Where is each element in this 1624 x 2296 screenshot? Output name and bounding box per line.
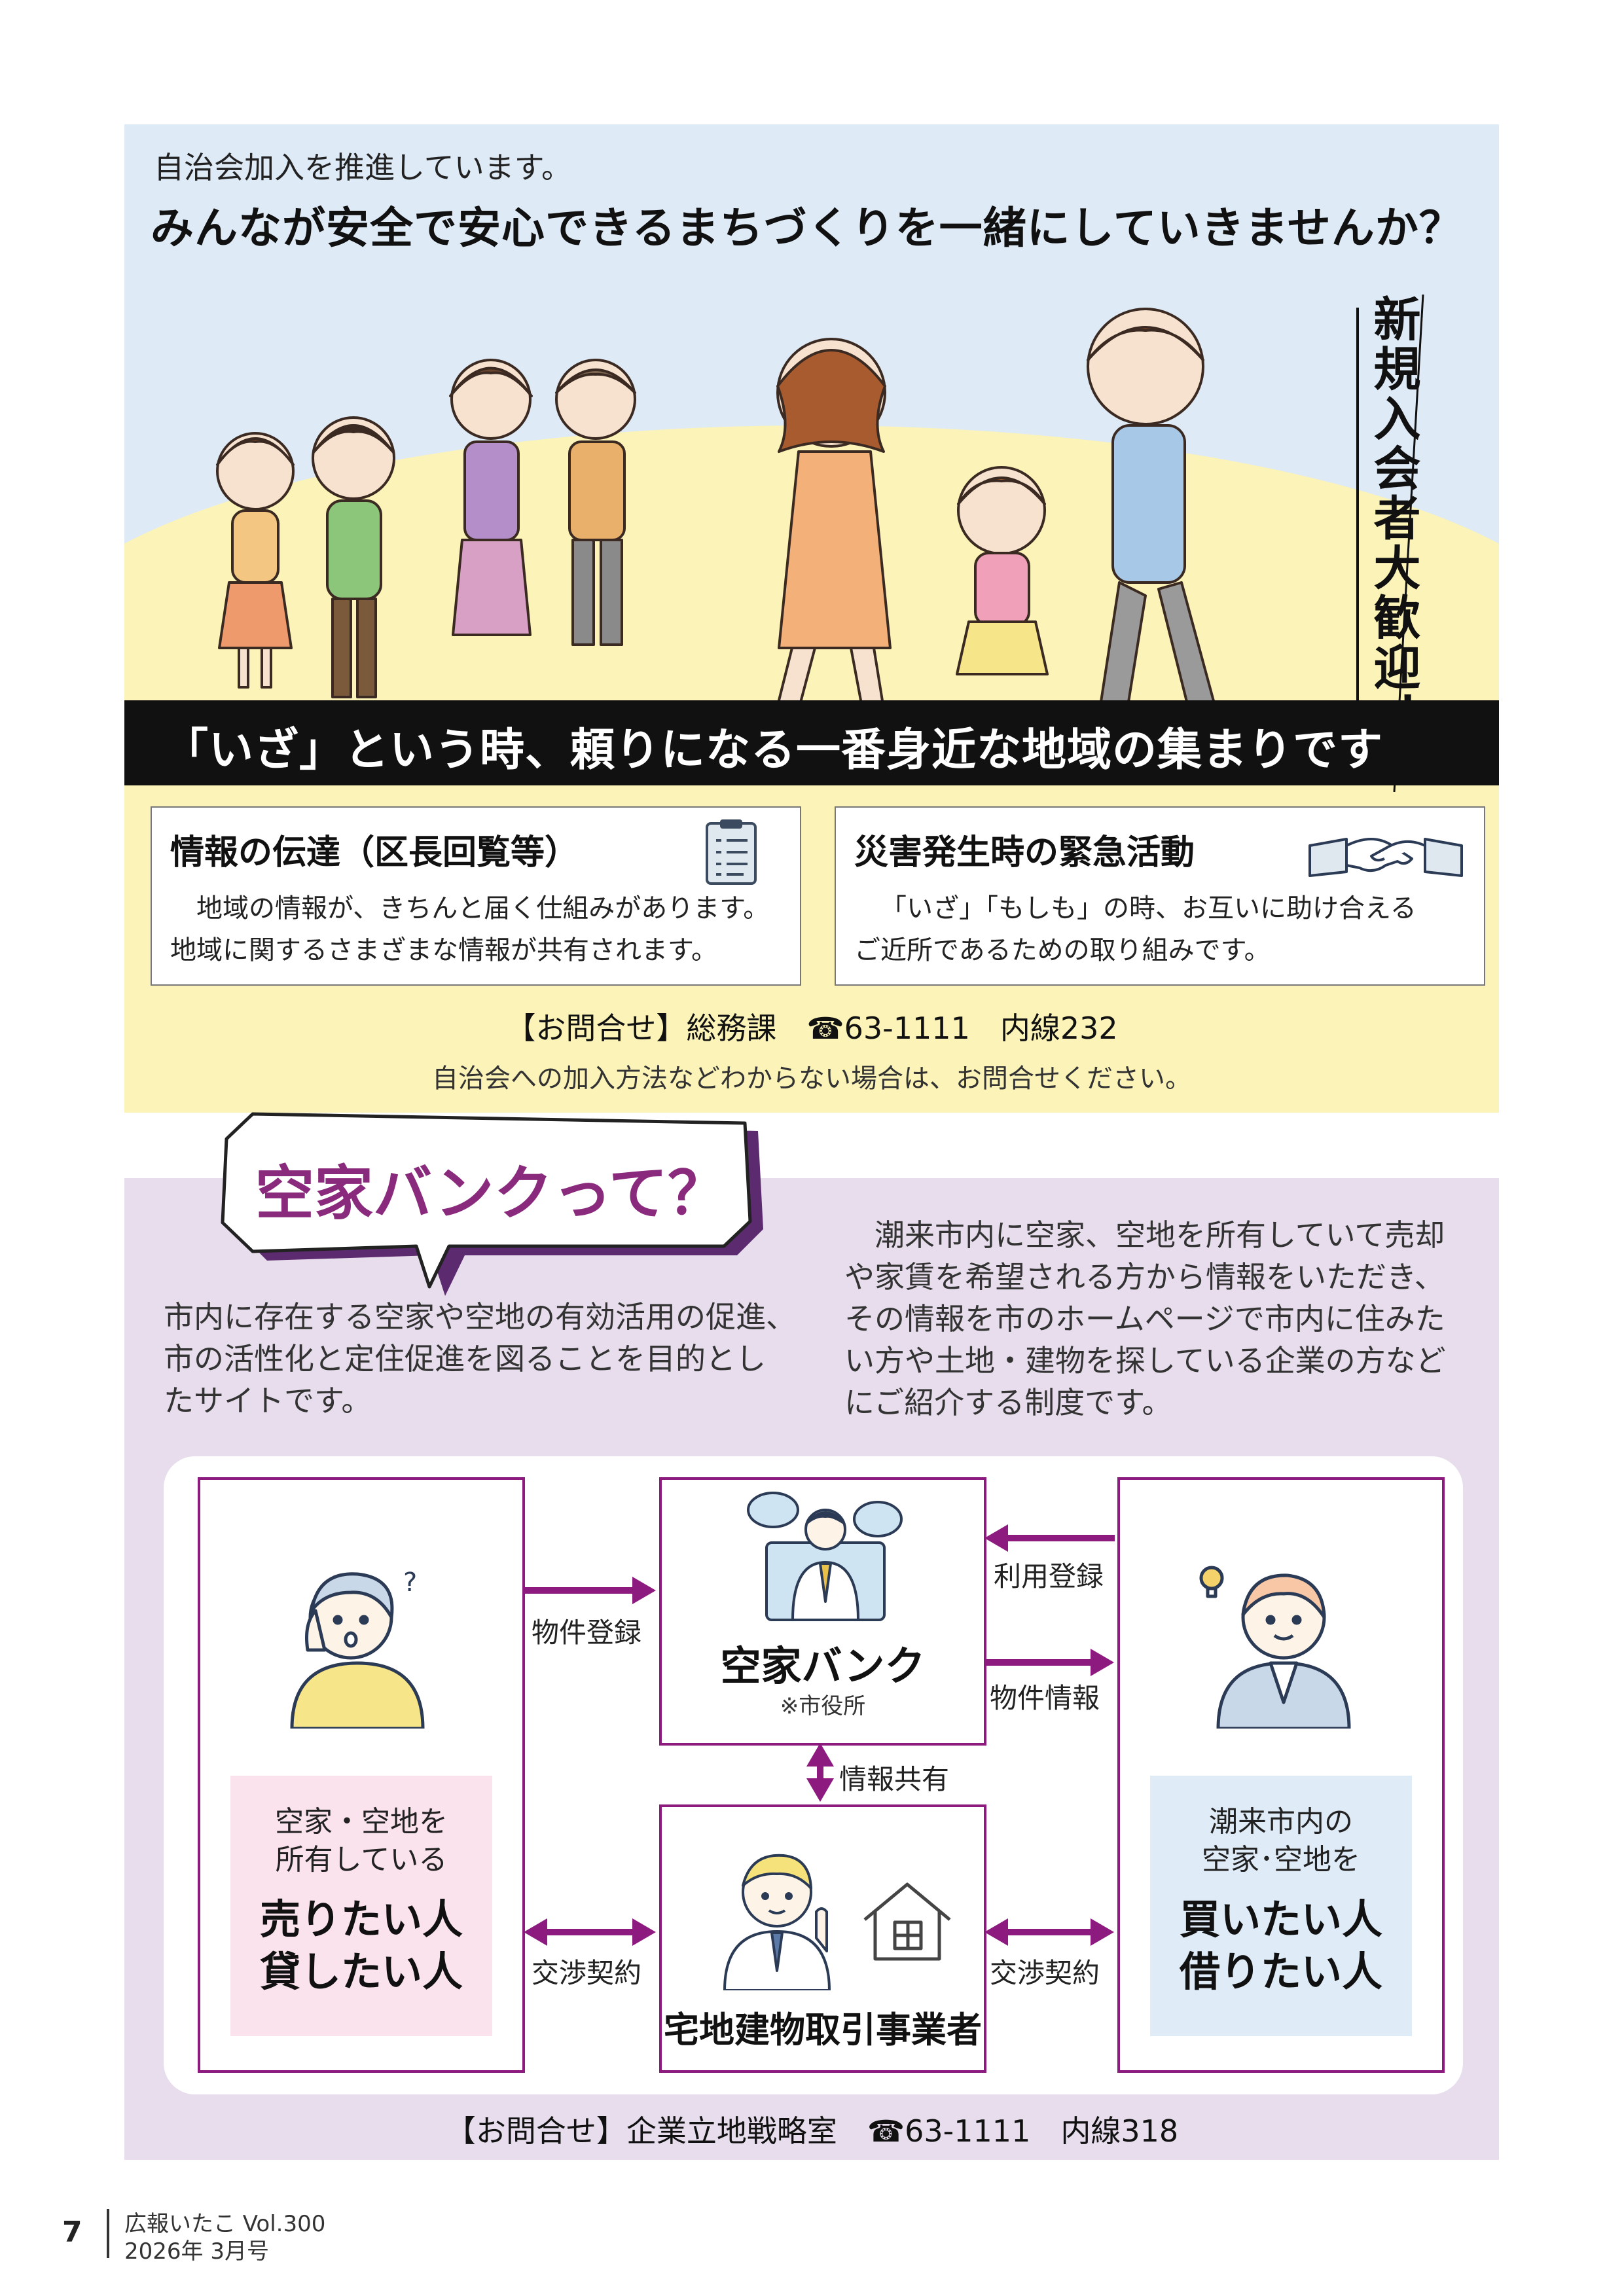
akiya-left-line-3: たサイトです。 bbox=[164, 1383, 372, 1418]
akiya-description-left: 市内に存在する空家や空地の有効活用の促進、 市の活性化と定住促進を図ることを目的… bbox=[164, 1296, 818, 1422]
seller-label-panel: 空家・空地を 所有している 売りたい人 貸したい人 bbox=[230, 1776, 492, 2036]
arrow-negotiation-left-head-l bbox=[524, 1918, 547, 1946]
svg-text:?: ? bbox=[403, 1568, 417, 1598]
akiya-description-right: 潮来市内に空家、空地を所有していて売却 や家賃を希望される方から情報をいただき、… bbox=[844, 1214, 1473, 1424]
slogan-banner: 「いざ」という時、頼りになる一番身近な地域の集まりです bbox=[124, 700, 1499, 785]
akiya-bank-note: ※市役所 bbox=[780, 1693, 866, 1719]
buyer-sub-1: 潮来市内の bbox=[1209, 1805, 1353, 1839]
akiya-contact: 【お問合せ】企業立地戦略室 ☎63-1111 内線318 bbox=[445, 2113, 1179, 2149]
disaster-activity-line-2: ご近所であるための取り組みです。 bbox=[854, 935, 1271, 965]
agent-person-icon bbox=[723, 1854, 831, 1990]
arrow-info-sharing-head-up bbox=[806, 1743, 834, 1767]
jichikai-headline: みんなが安全で安心できるまちづくりを一緒にしていきませんか？ bbox=[151, 203, 1463, 253]
label-negotiation-left: 交渉契約 bbox=[532, 1957, 642, 1989]
city-hall-officer-icon bbox=[747, 1492, 903, 1621]
issue-date: 2026年 3月号 bbox=[124, 2238, 269, 2265]
arrow-negotiation-right-head-l bbox=[984, 1918, 1008, 1946]
seller-main-1: 売りたい人 bbox=[259, 1895, 463, 1943]
page-number: 7 bbox=[62, 2215, 82, 2249]
idea-person-icon bbox=[1199, 1566, 1351, 1729]
akiya-right-line-1: 潮来市内に空家、空地を所有していて売却 bbox=[875, 1217, 1445, 1253]
info-delivery-title: 情報の伝達（区長回覧等） bbox=[170, 833, 579, 872]
label-negotiation-right: 交渉契約 bbox=[990, 1957, 1100, 1989]
jichikai-section: 自治会加入を推進しています。 みんなが安全で安心できるまちづくりを一緒にしていき… bbox=[124, 124, 1499, 1113]
disaster-activity-body: 「いざ」「もしも」の時、お互いに助け合える ご近所であるための取り組みです。 bbox=[854, 888, 1463, 971]
akiya-flow-diagram: ? 空家・空地を 所有している 売りたい人 貸したい人 空家バンク ※市役所 bbox=[164, 1456, 1463, 2094]
clipboard-icon bbox=[706, 819, 757, 885]
agent-name: 宅地建物取引事業者 bbox=[664, 2009, 982, 2051]
arrow-negotiation-left-head-r bbox=[632, 1918, 656, 1946]
footer-divider bbox=[107, 2209, 109, 2258]
slogan-banner-text: 「いざ」という時、頼りになる一番身近な地域の集まりです bbox=[164, 725, 1384, 776]
flow-arrows bbox=[522, 1524, 1115, 1946]
buyer-main-1: 買いたい人 bbox=[1179, 1895, 1382, 1943]
akiya-left-line-1: 市内に存在する空家や空地の有効活用の促進、 bbox=[164, 1299, 796, 1335]
akiya-right-line-5: にご紹介する制度です。 bbox=[844, 1385, 1172, 1420]
arrow-negotiation-right-head-r bbox=[1091, 1918, 1114, 1946]
akiya-right-line-2: や家賃を希望される方から情報をいただき、 bbox=[844, 1259, 1445, 1295]
info-delivery-line-2: 地域に関するさまざまな情報が共有されます。 bbox=[170, 935, 717, 965]
arrow-property-info-head bbox=[1091, 1649, 1114, 1676]
disaster-activity-line-1: 「いざ」「もしも」の時、お互いに助け合える bbox=[880, 893, 1416, 924]
house-icon bbox=[863, 1882, 951, 1961]
buyer-main-2: 借りたい人 bbox=[1179, 1948, 1382, 1996]
jichikai-contact: 【お問合せ】総務課 ☎63-1111 内線232 bbox=[505, 1011, 1118, 1046]
magazine-title: 広報いたこ Vol.300 bbox=[124, 2211, 326, 2237]
seller-sub-2: 所有している bbox=[275, 1843, 448, 1876]
speech-bubble-icon bbox=[221, 1112, 763, 1296]
disaster-activity-title: 災害発生時の緊急活動 bbox=[854, 833, 1195, 872]
buyer-box: 潮来市内の 空家･空地を 買いたい人 借りたい人 bbox=[1117, 1477, 1445, 2073]
label-property-info: 物件情報 bbox=[990, 1682, 1100, 1714]
akiya-right-line-4: い方や土地・建物を探している企業の方など bbox=[844, 1343, 1446, 1378]
buyer-label-panel: 潮来市内の 空家･空地を 買いたい人 借りたい人 bbox=[1150, 1776, 1412, 2036]
buyer-sub-2: 空家･空地を bbox=[1202, 1843, 1360, 1876]
seller-box: ? 空家・空地を 所有している 売りたい人 貸したい人 bbox=[198, 1477, 525, 2073]
slogan-text: 新規入会者大歓迎！ bbox=[1365, 295, 1421, 742]
seller-main-2: 貸したい人 bbox=[259, 1948, 463, 1996]
label-user-registration: 利用登録 bbox=[994, 1560, 1104, 1592]
akiya-bank-name: 空家バンク bbox=[720, 1642, 926, 1690]
akiya-title: 空家バンクって？ bbox=[255, 1159, 727, 1228]
info-delivery-line-1: 地域の情報が、きちんと届く仕組みがあります。 bbox=[196, 893, 770, 924]
info-delivery-box: 情報の伝達（区長回覧等） 地域の情報が、きちんと届く仕組みがあります。 地域に関… bbox=[151, 806, 801, 986]
arrow-property-registration-head bbox=[632, 1577, 656, 1604]
akiya-right-line-3: その情報を市のホームページで市内に住みた bbox=[844, 1301, 1445, 1336]
seller-sub-1: 空家・空地を bbox=[275, 1805, 448, 1839]
thinking-person-icon: ? bbox=[290, 1568, 425, 1729]
jichikai-note: 自治会への加入方法などわからない場合は、お問合せください。 bbox=[432, 1064, 1191, 1094]
akiya-bank-box: 空家バンク ※市役所 bbox=[659, 1477, 986, 1746]
handshake-icon bbox=[1308, 838, 1463, 877]
akiya-left-line-2: 市の活性化と定住促進を図ることを目的とし bbox=[164, 1341, 766, 1376]
arrow-user-registration-head bbox=[984, 1524, 1008, 1552]
disaster-activity-box: 災害発生時の緊急活動 「いざ」「もしも」の時、お互いに助け合える ご近所であるた… bbox=[835, 806, 1485, 986]
real-estate-agent-box: 宅地建物取引事業者 bbox=[659, 1804, 986, 2073]
jichikai-intro: 自治会加入を推進しています。 bbox=[154, 150, 572, 185]
label-property-registration: 物件登録 bbox=[532, 1617, 642, 1649]
info-delivery-body: 地域の情報が、きちんと届く仕組みがあります。 地域に関するさまざまな情報が共有さ… bbox=[170, 888, 779, 971]
arrow-info-sharing-head-down bbox=[806, 1778, 834, 1802]
label-info-sharing: 情報共有 bbox=[839, 1763, 950, 1795]
